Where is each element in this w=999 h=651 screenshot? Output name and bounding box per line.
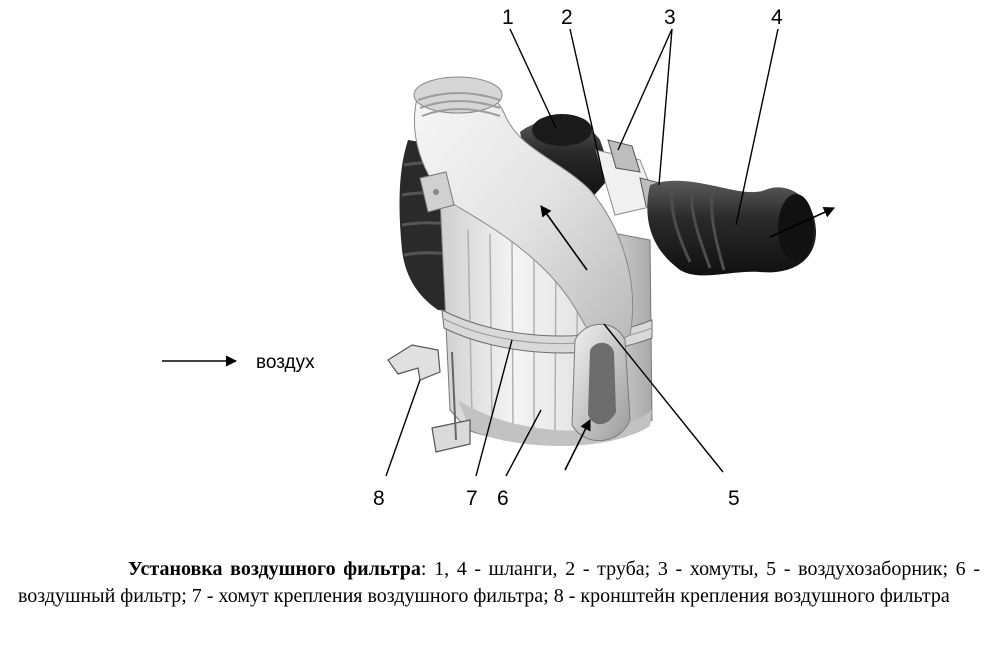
leader-8	[385, 379, 421, 477]
mounting-bracket	[387, 344, 471, 453]
callout-2: 2	[561, 6, 573, 29]
callout-6: 6	[497, 487, 509, 510]
leader-6	[505, 409, 542, 477]
leader-1	[509, 28, 557, 129]
leader-3a	[617, 28, 673, 151]
figure-caption: Установка воздушного фильтра: 1, 4 - шла…	[18, 556, 980, 610]
callout-8: 8	[373, 487, 385, 510]
callout-5: 5	[728, 487, 740, 510]
caption-separator: :	[420, 558, 427, 580]
callout-4: 4	[771, 6, 783, 29]
caption-title: Установка воздушного фильтра	[128, 558, 421, 580]
callout-3: 3	[664, 6, 676, 29]
air-intake-mouth	[571, 323, 631, 441]
callout-7: 7	[466, 487, 478, 510]
leader-4	[735, 28, 779, 226]
intake-pipe	[413, 76, 634, 351]
leader-5	[603, 323, 724, 473]
air-legend-label: воздух	[256, 352, 315, 373]
clamp-3a	[607, 139, 641, 173]
caption-body: 1, 4 - шланги, 2 - труба; 3 - хомуты, 5 …	[18, 558, 980, 607]
airflow-arrows	[540, 205, 836, 471]
hose-4	[647, 180, 817, 276]
leader-7	[475, 339, 513, 477]
leader-lines	[385, 28, 779, 477]
hose-1	[520, 114, 612, 200]
callout-1: 1	[502, 6, 514, 29]
leader-2	[569, 28, 605, 181]
air-legend: воздух	[162, 352, 315, 373]
air-filter-illustration: воздух 1 2 3 4 5 6 7 8	[162, 6, 836, 510]
leader-3b	[658, 28, 673, 186]
